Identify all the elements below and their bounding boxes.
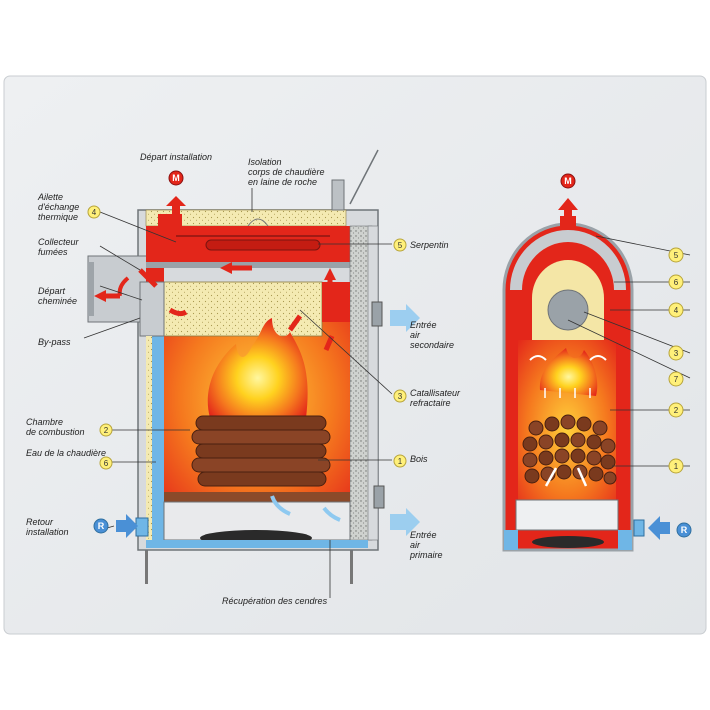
boiler-side-section [87, 149, 420, 584]
badge-right-2: 2 [674, 406, 679, 415]
label-depart-cheminee-2: cheminée [38, 296, 77, 306]
labels: Départ installation Isolation corps de c… [26, 152, 461, 606]
label-entree-primaire-2: air [410, 540, 421, 550]
badge-left-3: 3 [398, 392, 403, 401]
label-isolation-1: Isolation [248, 157, 282, 167]
label-chambre-2: de combustion [26, 427, 85, 437]
left-water-wall [150, 330, 164, 540]
label-bypass: By-pass [38, 337, 71, 347]
label-isolation-2: corps de chaudière [248, 167, 325, 177]
boiler-front-section [502, 198, 670, 552]
label-ailette-2: d'échange [38, 202, 79, 212]
badge-right-7: 7 [674, 375, 679, 384]
label-depart-cheminee-1: Départ [38, 286, 66, 296]
label-catalyseur-1: Catallisateur [410, 388, 461, 398]
label-entree-secondaire-3: secondaire [410, 340, 454, 350]
label-entree-secondaire-1: Entrée [410, 320, 437, 330]
label-entree-secondaire-2: air [410, 330, 421, 340]
label-recuperation: Récupération des cendres [222, 596, 328, 606]
marker-m-right: M [564, 176, 572, 186]
badge-right-5: 5 [674, 251, 679, 260]
badge-right-4: 4 [674, 306, 679, 315]
markers: M M R R 4 5 3 2 6 1 5 6 4 3 7 2 1 [87, 170, 692, 538]
label-serpentin: Serpentin [410, 240, 449, 250]
label-catalyseur-2: refractaire [410, 398, 451, 408]
badge-right-3: 3 [674, 349, 679, 358]
label-ailette-1: Ailette [37, 192, 63, 202]
badge-right-6: 6 [674, 278, 679, 287]
marker-r-right: R [681, 525, 688, 535]
front-logs [522, 414, 617, 485]
front-ash-pan [515, 499, 619, 531]
label-entree-primaire-3: primaire [409, 550, 443, 560]
flame [207, 318, 308, 418]
wood-logs [191, 415, 331, 487]
badge-left-2: 2 [104, 426, 109, 435]
label-bois: Bois [410, 454, 428, 464]
badge-left-1: 1 [398, 457, 403, 466]
badge-left-4: 4 [92, 208, 97, 217]
front-serpentin [547, 289, 589, 331]
label-ailette-3: thermique [38, 212, 78, 222]
label-depart-installation: Départ installation [140, 152, 212, 162]
badge-left-5: 5 [398, 241, 403, 250]
label-retour-1: Retour [26, 517, 54, 527]
badge-right-1: 1 [674, 462, 679, 471]
label-isolation-3: en laine de roche [248, 177, 317, 187]
label-collecteur-2: fumées [38, 247, 68, 257]
label-collecteur-1: Collecteur [38, 237, 80, 247]
front-refractory-arch [510, 230, 626, 291]
badge-left-6: 6 [104, 459, 109, 468]
marker-m-left: M [172, 173, 180, 183]
label-retour-2: installation [26, 527, 69, 537]
label-chambre-1: Chambre [26, 417, 63, 427]
grate [164, 492, 350, 502]
smoke-collector [87, 255, 149, 323]
label-entree-primaire-1: Entrée [410, 530, 437, 540]
serpentin-coil [205, 239, 321, 251]
label-eau: Eau de la chaudière [26, 448, 106, 458]
marker-r-left: R [98, 521, 105, 531]
